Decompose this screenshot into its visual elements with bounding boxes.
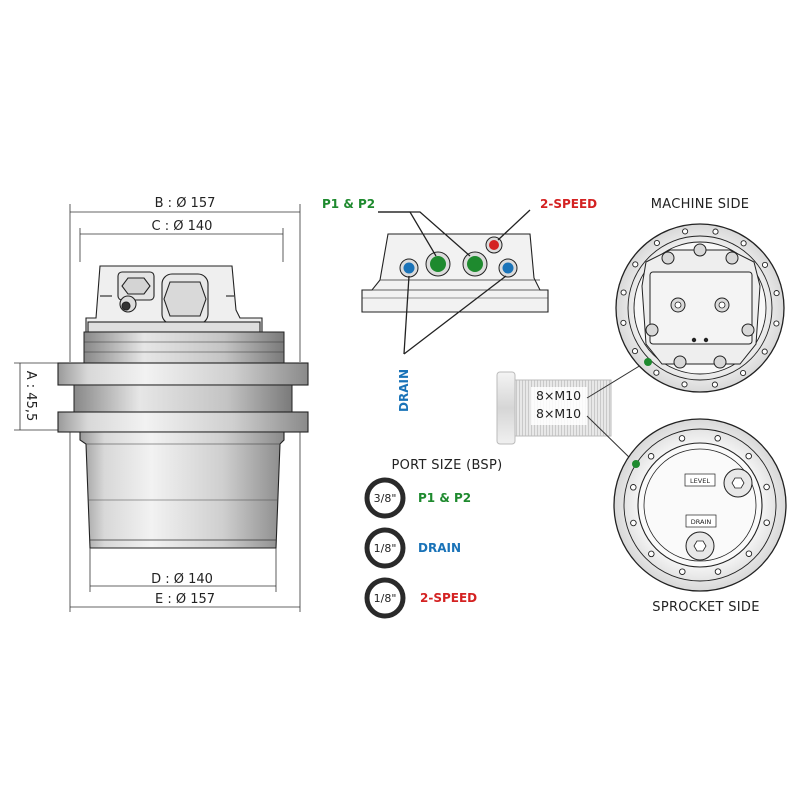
port-ring-icon <box>364 477 406 519</box>
bolt-hole <box>711 381 718 388</box>
port-size-value: 1/8" <box>374 542 397 555</box>
bolt-hole <box>681 381 688 388</box>
drain-plug-label: DRAIN <box>691 518 712 526</box>
motor-mid-body <box>73 384 293 413</box>
sprocket-side-bolt-holes <box>630 435 770 575</box>
bolt-hole <box>740 240 747 247</box>
sprocket-side-marker <box>632 460 640 468</box>
motor-upper-body <box>83 331 285 364</box>
drain-port-left <box>403 262 415 274</box>
machine-side-bolt-holes <box>620 228 780 388</box>
port-ring-icon <box>364 577 406 619</box>
port-size-value: 3/8" <box>374 492 397 505</box>
bolt-spec-bottom: 8×M10 <box>536 406 581 421</box>
bolt-hole <box>653 239 660 247</box>
port-size-row: 1/8" 2-SPEED <box>364 577 477 619</box>
bolt-hole <box>745 452 752 460</box>
bolt-hole <box>630 484 637 491</box>
two-speed-port <box>489 240 499 250</box>
dimension-e <box>69 432 301 612</box>
port-size-row: 1/8" DRAIN <box>364 527 461 569</box>
bolt-detail: 8×M10 8×M10 <box>496 361 647 465</box>
port-size-label: DRAIN <box>418 541 461 555</box>
side-view: B : Ø 157 C : Ø 140 A : 45,5 <box>14 196 309 612</box>
drain-port-right <box>502 262 514 274</box>
p1-port <box>430 256 446 272</box>
bolt-hole <box>712 228 719 235</box>
port-size-label: P1 & P2 <box>418 491 471 505</box>
dimension-c <box>79 228 284 262</box>
port-leaders <box>378 209 531 355</box>
dimension-d <box>89 548 277 592</box>
bolt-hole <box>761 348 768 355</box>
port-block <box>361 233 549 313</box>
port-size-label: 2-SPEED <box>420 591 477 605</box>
port-ring-icon <box>364 527 406 569</box>
bolt-hole <box>745 550 753 557</box>
bolt-hole <box>773 320 780 327</box>
bolt-hole <box>773 290 780 297</box>
bolt-leader-machine <box>586 361 647 399</box>
bolt-hole <box>653 369 660 376</box>
machine-side-title: MACHINE SIDE <box>651 197 750 212</box>
dimension-e-label: E : Ø 157 <box>155 592 215 607</box>
bolt-hole <box>630 519 637 527</box>
port-size-title: PORT SIZE (BSP) <box>392 458 503 473</box>
bolt-hole <box>714 435 721 442</box>
port-size-row: 3/8" P1 & P2 <box>364 477 471 519</box>
motor-flange-upper <box>57 362 309 386</box>
bolt-leader-sprocket <box>586 415 637 465</box>
port-size-value: 1/8" <box>374 592 397 605</box>
bolt-hole <box>679 568 686 575</box>
bolt-hole <box>682 228 689 235</box>
machine-side-view: MACHINE SIDE <box>615 197 785 393</box>
bolt-hole <box>647 453 655 460</box>
bolt-hole <box>763 483 770 491</box>
dimension-a <box>14 362 60 431</box>
bolt-hole <box>620 289 627 296</box>
dimension-b-label: B : Ø 157 <box>155 196 216 211</box>
bolt-hole <box>632 261 639 268</box>
bolt-hole <box>763 519 770 526</box>
bolt-hole <box>648 550 655 558</box>
sprocket-side-view: LEVEL DRAIN SPROCKET SIDE <box>613 418 787 615</box>
dimension-b <box>69 204 301 362</box>
bolt-hole <box>740 369 747 377</box>
motor-flange-lower <box>57 411 309 433</box>
bolt-hole <box>761 261 769 268</box>
motor-top-block <box>85 265 263 333</box>
dimension-d-label: D : Ø 140 <box>151 572 213 587</box>
bolt-hole <box>620 319 627 326</box>
drain-callout: DRAIN <box>397 369 411 412</box>
bolt-hole <box>631 348 639 355</box>
p1p2-callout: P1 & P2 <box>322 197 375 211</box>
port-detail: P1 & P2 2-SPEED DRAIN <box>322 197 597 412</box>
bolt-head <box>496 371 516 445</box>
dimension-c-label: C : Ø 140 <box>152 219 213 234</box>
bolt-hole <box>714 568 722 575</box>
port-size-legend: PORT SIZE (BSP) 3/8" P1 & P2 1/8" DRAIN … <box>364 458 503 619</box>
machine-side-marker <box>644 358 652 366</box>
motor-hub <box>79 431 285 549</box>
dimension-a-label: A : 45,5 <box>23 371 38 421</box>
sprocket-side-title: SPROCKET SIDE <box>652 600 759 615</box>
bolt-hole <box>678 435 686 442</box>
two-speed-callout: 2-SPEED <box>540 197 597 211</box>
p2-port <box>467 256 483 272</box>
bolt-spec-top: 8×M10 <box>536 388 581 403</box>
level-label: LEVEL <box>690 477 710 485</box>
